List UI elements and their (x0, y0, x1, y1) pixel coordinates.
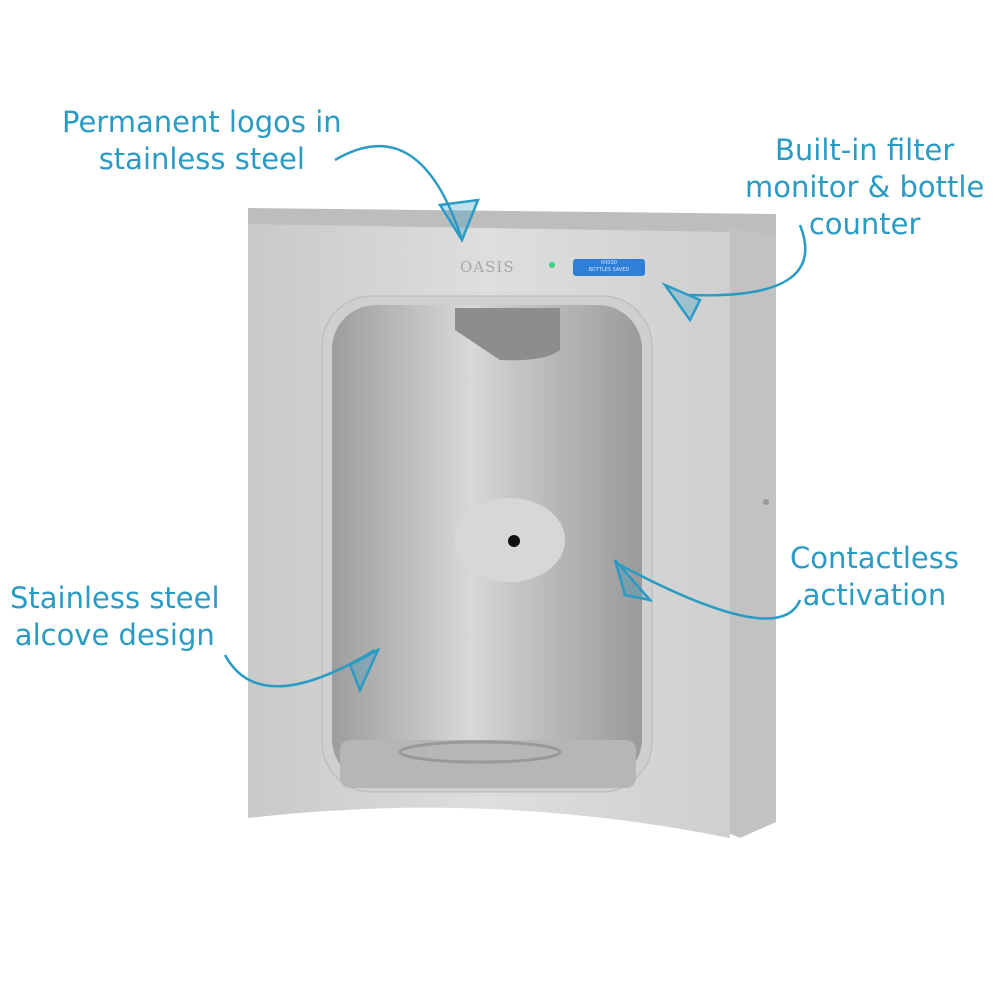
arrow-filter (689, 224, 807, 297)
brand-logo: OASIS (460, 258, 515, 276)
bottle-counter-label: BOTTLES SAVED (588, 267, 630, 273)
filter-monitor-display: 00000 BOTTLES SAVED (573, 259, 645, 276)
status-led (549, 262, 555, 268)
sensor-icon (508, 535, 520, 547)
drain-grate (398, 740, 562, 764)
arrow-contactless (619, 563, 802, 620)
arrow-logos (334, 144, 464, 241)
bottle-counter-value: 00000 (601, 260, 617, 266)
spout (455, 308, 560, 361)
side-panel (726, 228, 776, 838)
drip-tray (340, 740, 636, 788)
side-screw (763, 499, 769, 505)
top-cap (248, 208, 776, 238)
